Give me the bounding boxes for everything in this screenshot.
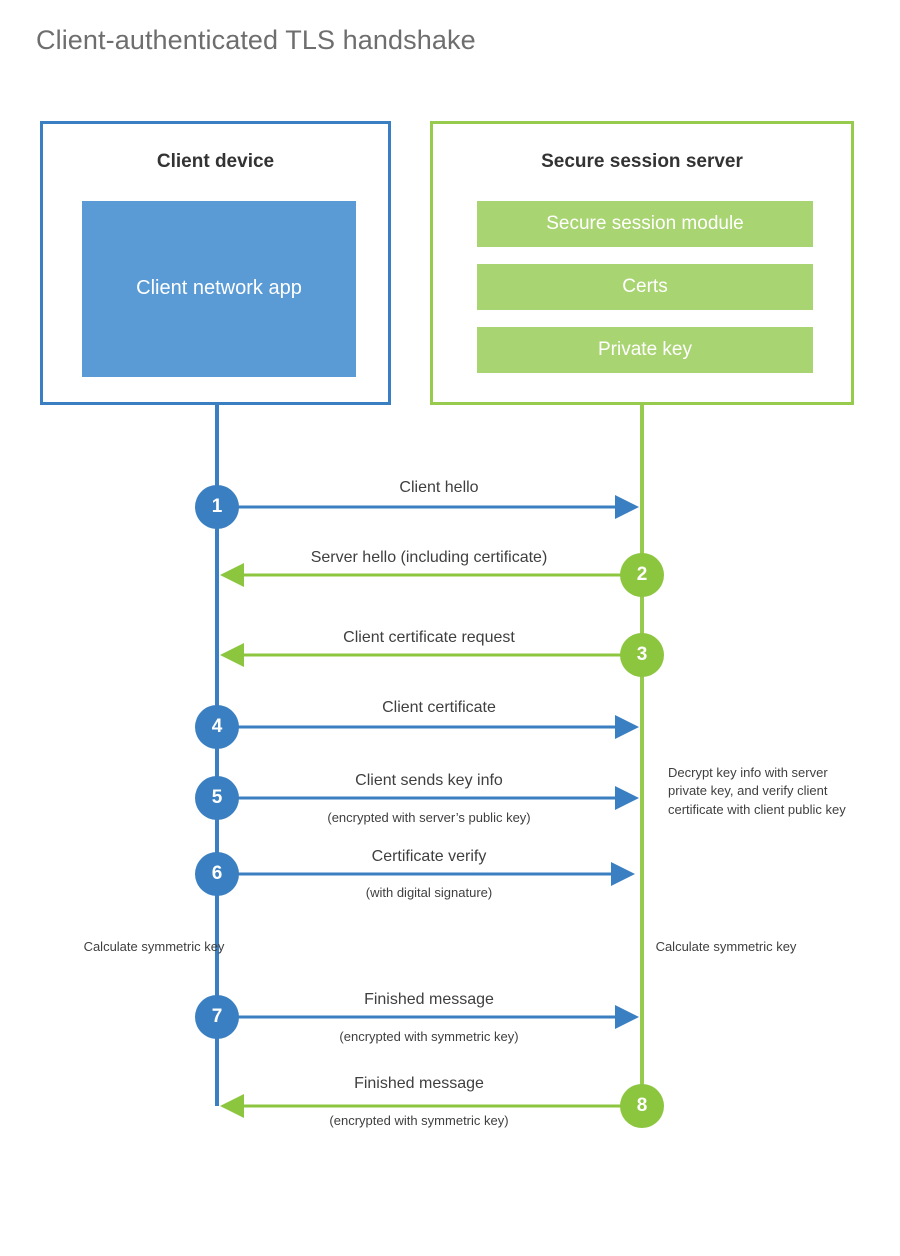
annotation-server-decrypt: Decrypt key info with server private key… — [668, 765, 846, 817]
message-label-5: Client sends key info — [355, 772, 503, 789]
message-label-1: Client hello — [399, 479, 479, 496]
message-label-7: Finished message — [364, 991, 494, 1008]
message-sublabel-8: (encrypted with symmetric key) — [329, 1113, 509, 1128]
step-circle-6[interactable]: 6 — [195, 852, 239, 896]
message-sublabel-6: (with digital signature) — [365, 885, 493, 900]
step-circle-3[interactable]: 3 — [620, 633, 664, 677]
server-module-secure-session-module: Secure session module — [477, 201, 813, 247]
annotation-client-calculate-symmetric-key: Calculate symmetric key — [83, 939, 225, 954]
step-circle-8[interactable]: 8 — [620, 1084, 664, 1128]
server-module-private-key: Private key — [477, 327, 813, 373]
page-title: Client-authenticated TLS handshake — [36, 25, 476, 55]
message-label-8: Finished message — [354, 1075, 484, 1092]
step-circle-4[interactable]: 4 — [195, 705, 239, 749]
secure-session-server-box: Secure session server Secure session mod… — [430, 121, 854, 405]
message-label-3: Client certificate request — [343, 629, 515, 646]
client-device-box: Client device Client network app — [40, 121, 391, 405]
secure-session-server-title: Secure session server — [541, 151, 743, 172]
step-circle-5[interactable]: 5 — [195, 776, 239, 820]
step-circle-7[interactable]: 7 — [195, 995, 239, 1039]
step-circle-1[interactable]: 1 — [195, 485, 239, 529]
annotation-server-calculate-symmetric-key: Calculate symmetric key — [655, 939, 797, 954]
client-device-title: Client device — [156, 151, 275, 172]
message-label-6: Certificate verify — [371, 848, 487, 865]
message-label-2: Server hello (including certificate) — [310, 549, 548, 566]
message-label-4: Client certificate — [382, 699, 496, 716]
message-sublabel-7: (encrypted with symmetric key) — [339, 1029, 519, 1044]
server-module-certs: Certs — [477, 264, 813, 310]
message-sublabel-5: (encrypted with server’s public key) — [327, 810, 531, 825]
client-network-app-box: Client network app — [82, 201, 356, 377]
step-circle-2[interactable]: 2 — [620, 553, 664, 597]
